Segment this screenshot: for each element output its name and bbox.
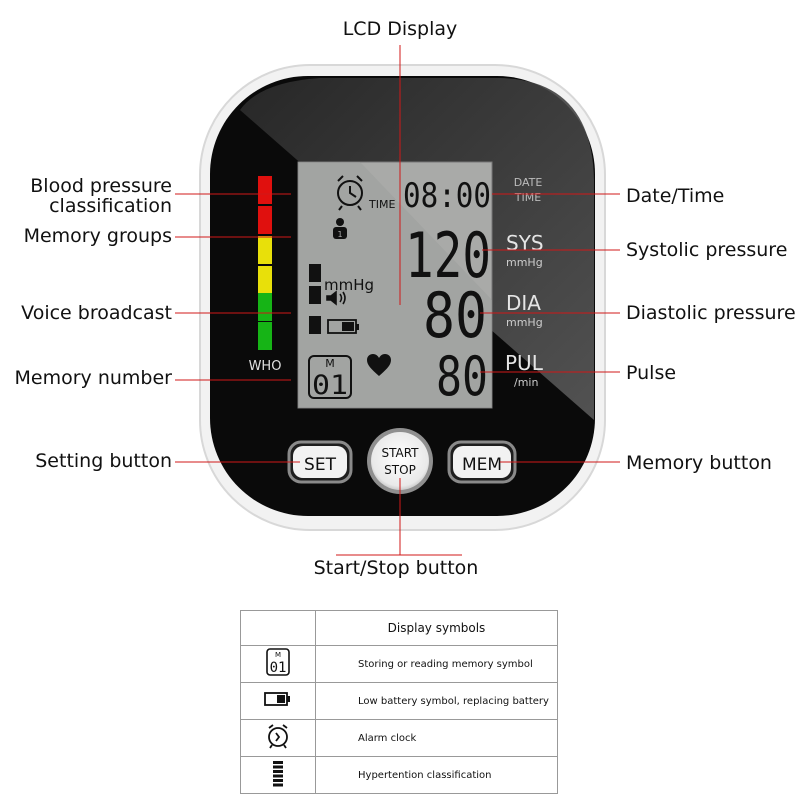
sys-label: SYS <box>506 231 544 255</box>
lcd-sys-value: 120 <box>405 219 491 292</box>
classification-bar <box>258 293 272 321</box>
battery-icon <box>327 319 359 334</box>
callout-memory-number: Memory number <box>14 367 172 389</box>
user-icon: 1 <box>333 218 347 239</box>
lcd-time-label: TIME <box>368 198 395 211</box>
table-header: Display symbols <box>315 610 558 646</box>
table-row: M 01 Storing or reading memory symbol <box>240 645 558 683</box>
callout-bp-classification-line1: Blood pressure <box>30 175 172 197</box>
table-header-empty <box>240 610 316 646</box>
callout-memory-button: Memory button <box>626 452 772 474</box>
classification-bar <box>258 266 272 294</box>
lcd-pul-value: 80 <box>436 345 488 408</box>
callout-lcd-display: LCD Display <box>342 18 458 40</box>
table-row-text: Low battery symbol, replacing battery <box>315 682 558 720</box>
dia-label: DIA <box>506 291 541 315</box>
table-row-text: Storing or reading memory symbol <box>315 645 558 683</box>
classification-bars <box>258 176 272 350</box>
lcd-dia-value: 80 <box>423 279 487 352</box>
table-row: Hypertention classification <box>240 756 558 794</box>
callout-systolic: Systolic pressure <box>626 239 788 261</box>
lcd-mmhg-label: mmHg <box>324 276 374 294</box>
classification-bar <box>258 236 272 264</box>
svg-text:M: M <box>275 651 281 659</box>
mem-button[interactable]: MEM <box>447 440 517 484</box>
low-battery-icon <box>264 692 290 706</box>
memory-number-box: M 01 <box>308 355 352 401</box>
display-symbols-table: Display symbols M 01 Storing or reading … <box>240 610 558 794</box>
callout-pulse: Pulse <box>626 362 677 384</box>
svg-text:1: 1 <box>337 230 342 239</box>
sys-unit: mmHg <box>506 256 543 269</box>
dia-unit: mmHg <box>506 316 543 329</box>
callout-memory-groups: Memory groups <box>23 225 172 247</box>
callout-voice-broadcast: Voice broadcast <box>21 302 172 324</box>
memory-symbol-icon: M 01 <box>266 648 290 676</box>
start-stop-button[interactable]: START STOP <box>367 428 433 494</box>
callout-bp-classification-line2: classification <box>49 195 172 217</box>
set-button-label: SET <box>304 455 337 475</box>
mem-button-label: MEM <box>462 455 502 475</box>
heart-icon <box>367 354 391 376</box>
table-row: Alarm clock <box>240 719 558 757</box>
lcd-memory-number: 01 <box>312 370 348 401</box>
lcd-time: 08:00 <box>403 176 491 216</box>
speaker-icon <box>326 290 346 306</box>
lcd-memory-letter: M <box>325 357 335 370</box>
callout-start-stop-button: Start/Stop button <box>313 557 479 579</box>
pul-label: PUL <box>505 351 544 375</box>
set-button[interactable]: SET <box>287 440 353 484</box>
classification-bar <box>258 176 272 204</box>
hypertension-bars-icon <box>273 761 283 787</box>
callout-date-time: Date/Time <box>626 185 725 207</box>
alarm-clock-icon <box>268 724 288 749</box>
svg-text:01: 01 <box>270 660 287 676</box>
lcd-display: TIME 08:00 1 120 80 80 mmHg <box>297 161 493 409</box>
table-row-text: Alarm clock <box>315 719 558 757</box>
classification-bar <box>258 206 272 234</box>
pul-unit: /min <box>514 376 538 389</box>
callout-setting-button: Setting button <box>35 450 172 472</box>
table-row-text: Hypertention classification <box>315 756 558 794</box>
stop-button-label: STOP <box>384 463 416 477</box>
start-button-label: START <box>381 446 419 460</box>
alarm-clock-icon <box>337 175 363 211</box>
callout-diastolic: Diastolic pressure <box>626 302 796 324</box>
date-time-label: TIME <box>514 191 541 204</box>
date-label: DATE <box>514 176 543 189</box>
table-row: Low battery symbol, replacing battery <box>240 682 558 720</box>
who-label: WHO <box>249 359 282 374</box>
callout-lines <box>175 45 620 556</box>
classification-bar <box>258 322 272 350</box>
